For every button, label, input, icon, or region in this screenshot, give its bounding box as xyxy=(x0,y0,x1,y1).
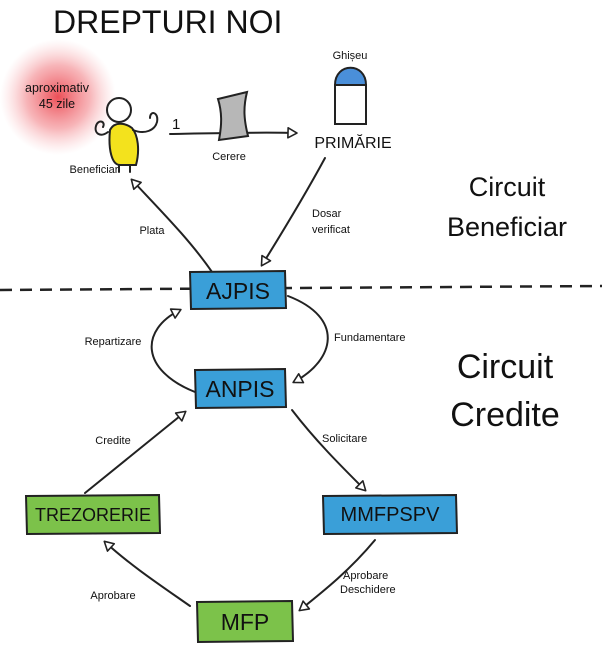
node-trezorerie: TREZORERIE xyxy=(24,493,162,536)
solicitare-label: Solicitare xyxy=(322,433,367,445)
dosar-arrow xyxy=(260,157,326,267)
aprobare-deschidere-line2: Deschidere xyxy=(340,584,396,596)
aprobare-arrow xyxy=(103,540,191,607)
aprobare-label: Aprobare xyxy=(90,590,135,602)
office-top-label: Ghișeu xyxy=(333,50,368,62)
plata-label: Plata xyxy=(139,225,165,237)
dosar-label-line2: verificat xyxy=(312,224,350,236)
section-beneficiar-line2: Beneficiar xyxy=(447,212,567,242)
node-mfp-label: MFP xyxy=(221,609,270,635)
building-icon xyxy=(333,66,368,125)
office-label: PRIMĂRIE xyxy=(314,133,391,152)
plata-arrow xyxy=(130,178,213,273)
page-title: DREPTURI NOI xyxy=(53,4,282,40)
credite-label: Credite xyxy=(95,435,130,447)
beneficiary-icon xyxy=(94,97,159,173)
credite-arrow xyxy=(84,410,187,494)
section-credite-line1: Circuit xyxy=(457,348,554,386)
node-anpis: ANPIS xyxy=(193,367,288,410)
node-mmfpspv: MMFPSPV xyxy=(321,493,459,536)
node-ajpis: AJPIS xyxy=(188,269,288,311)
section-divider xyxy=(0,284,602,292)
node-ajpis-label: AJPIS xyxy=(206,278,270,304)
duration-glow xyxy=(0,39,116,155)
step-number: 1 xyxy=(172,116,180,133)
dosar-label-line1: Dosar xyxy=(312,208,342,220)
section-credite-line2: Credite xyxy=(450,396,560,434)
section-beneficiar-line1: Circuit xyxy=(469,172,546,202)
repartizare-label: Repartizare xyxy=(85,336,142,348)
duration-line2: 45 zile xyxy=(39,97,75,111)
node-mfp: MFP xyxy=(195,599,295,644)
fundamentare-arrow xyxy=(287,295,329,384)
beneficiary-label: Beneficiar xyxy=(70,164,119,176)
fundamentare-label: Fundamentare xyxy=(334,332,406,344)
document-icon xyxy=(216,90,250,142)
node-mmfpspv-label: MMFPSPV xyxy=(341,504,441,526)
repartizare-arrow xyxy=(150,308,196,393)
aprobare-deschidere-line1: Aprobare xyxy=(343,570,388,582)
solicitare-arrow xyxy=(291,409,367,492)
node-trezorerie-label: TREZORERIE xyxy=(35,505,151,525)
aprobare-deschidere-arrow xyxy=(298,539,376,612)
node-anpis-label: ANPIS xyxy=(205,376,274,402)
duration-line1: aproximativ xyxy=(25,81,90,95)
request-label: Cerere xyxy=(212,151,246,163)
